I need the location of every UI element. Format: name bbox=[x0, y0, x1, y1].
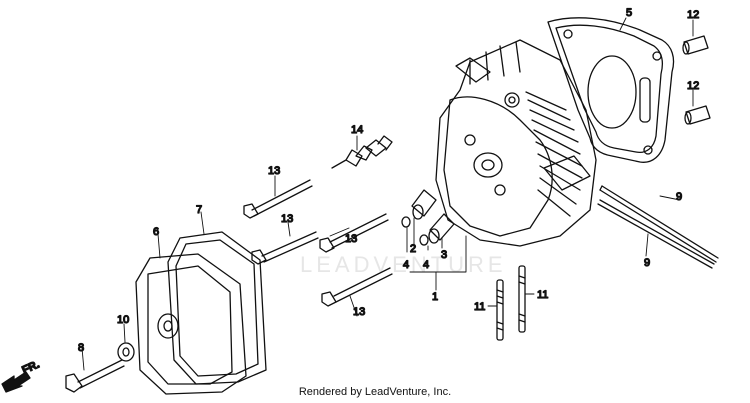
callout-9-top: 9 bbox=[676, 191, 682, 203]
callout-5: 5 bbox=[626, 7, 632, 19]
clip-4b[interactable] bbox=[419, 234, 429, 246]
spark-plug[interactable] bbox=[331, 135, 393, 169]
callout-13-a: 13 bbox=[268, 165, 280, 177]
callout-13-d: 13 bbox=[353, 306, 365, 318]
callout-7: 7 bbox=[196, 204, 202, 216]
callout-11-right: 11 bbox=[537, 289, 548, 301]
bolt-13-d[interactable] bbox=[321, 267, 393, 307]
washer[interactable] bbox=[117, 342, 135, 362]
bolt-13-b[interactable] bbox=[251, 231, 319, 265]
stud-right[interactable] bbox=[518, 265, 526, 333]
front-arrow-icon bbox=[1, 371, 31, 393]
callout-4-right: 4 bbox=[423, 259, 429, 271]
callout-9-bottom: 9 bbox=[644, 257, 650, 269]
caption: Rendered by LeadVenture, Inc. bbox=[298, 386, 452, 398]
callout-12-top: 12 bbox=[687, 9, 699, 21]
callout-14: 14 bbox=[351, 124, 363, 136]
callout-12-bottom: 12 bbox=[687, 80, 699, 92]
stud-left[interactable] bbox=[496, 279, 504, 341]
clip-4a[interactable] bbox=[401, 216, 411, 228]
bolt-13-a[interactable] bbox=[243, 179, 313, 219]
valve-guide-2[interactable] bbox=[411, 189, 437, 220]
callout-8: 8 bbox=[78, 342, 84, 354]
head-cover[interactable] bbox=[135, 253, 247, 395]
callout-4-left: 4 bbox=[403, 259, 409, 271]
callout-2: 2 bbox=[410, 243, 416, 255]
dowel-pin-bottom[interactable] bbox=[684, 105, 711, 125]
callout-1: 1 bbox=[432, 291, 438, 303]
callout-6: 6 bbox=[153, 226, 159, 238]
valve-guide-3[interactable] bbox=[428, 213, 455, 244]
callout-11-left: 11 bbox=[474, 301, 485, 313]
cylinder-head[interactable] bbox=[435, 39, 597, 247]
bolt-13-c[interactable] bbox=[319, 213, 389, 253]
dowel-pin-top[interactable] bbox=[682, 35, 709, 55]
head-gasket[interactable] bbox=[547, 17, 675, 163]
callout-10: 10 bbox=[117, 314, 129, 326]
watermark: LEADVENTURE bbox=[300, 252, 507, 277]
long-stud-lower[interactable] bbox=[597, 199, 715, 269]
cover-bolt[interactable] bbox=[65, 359, 125, 393]
front-label: FR. bbox=[20, 359, 41, 377]
leader-lines bbox=[81, 17, 694, 371]
callout-13-b: 13 bbox=[281, 213, 293, 225]
callout-13-c: 13 bbox=[345, 233, 357, 245]
long-stud-upper[interactable] bbox=[599, 185, 719, 263]
callout-3: 3 bbox=[441, 249, 447, 261]
